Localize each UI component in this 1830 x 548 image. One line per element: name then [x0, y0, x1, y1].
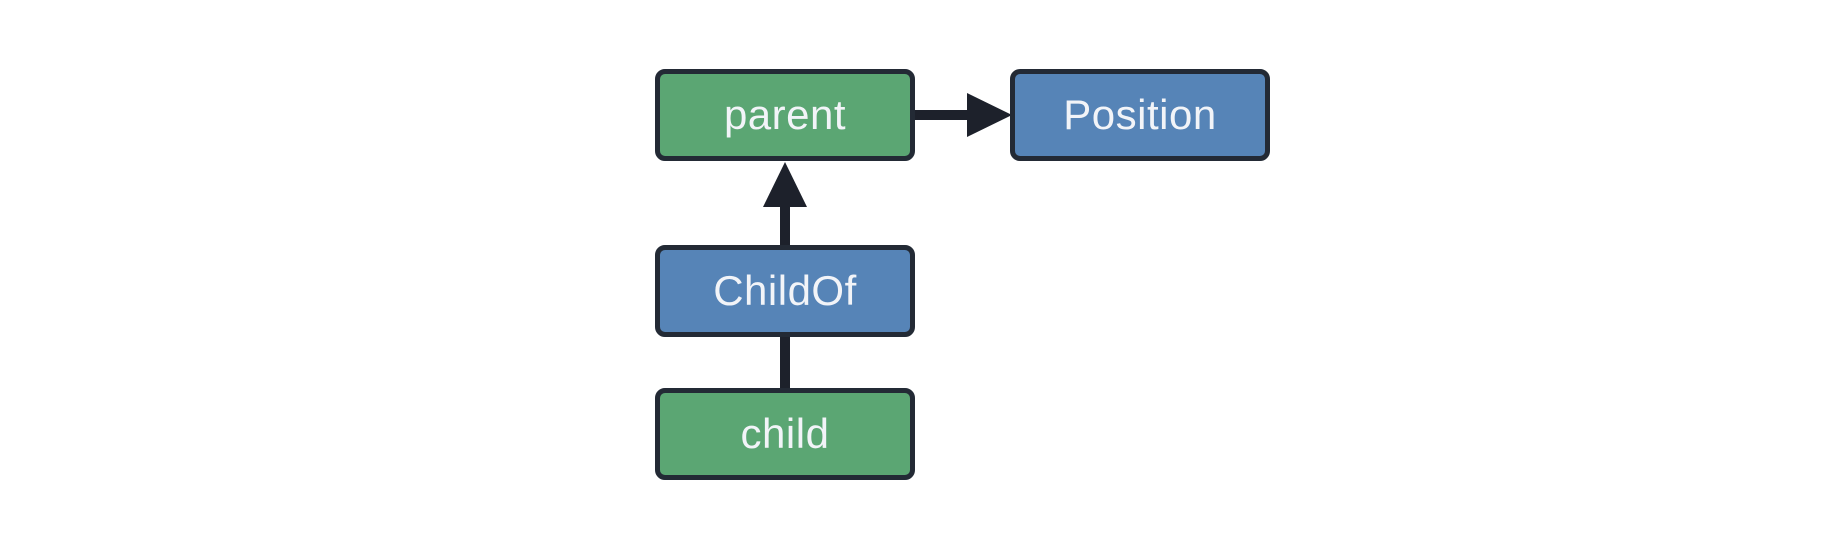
node-parent: parent	[655, 69, 915, 161]
node-childof-label: ChildOf	[713, 267, 857, 314]
node-childof: ChildOf	[655, 245, 915, 337]
edge-childof-parent	[763, 162, 807, 247]
node-parent-label: parent	[723, 91, 847, 138]
node-position: Position	[1010, 69, 1270, 161]
node-child: child	[655, 388, 915, 480]
edge-parent-position-arrowhead	[967, 93, 1012, 137]
edge-parent-position	[915, 93, 1012, 137]
node-child-label: child	[740, 410, 830, 457]
node-position-label: Position	[1063, 91, 1217, 138]
edge-childof-parent-arrowhead	[763, 162, 807, 207]
